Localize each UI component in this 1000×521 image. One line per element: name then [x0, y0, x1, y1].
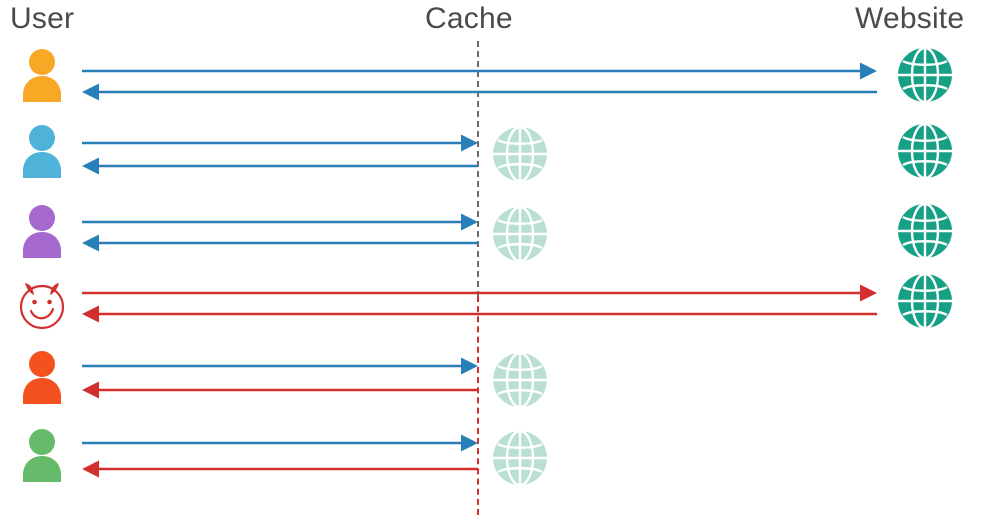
cache-boundary-gray-divider — [477, 41, 479, 297]
row-3-response-arrow — [82, 234, 478, 252]
website-globe-icon — [895, 201, 955, 261]
user-green-icon — [16, 428, 68, 484]
row-4-request-arrow — [82, 284, 877, 302]
website-globe-icon — [895, 271, 955, 331]
cache-globe-icon — [490, 428, 550, 488]
row-4-response-arrow — [82, 305, 877, 323]
row-6-response-arrow — [82, 460, 478, 478]
row-2-request-arrow — [82, 134, 478, 152]
row-5-request-arrow — [82, 357, 478, 375]
row-3-request-arrow — [82, 213, 478, 231]
cache-boundary-red-divider — [477, 296, 479, 515]
row-1-request-arrow — [82, 62, 877, 80]
column-label-cache: Cache — [425, 2, 513, 35]
cache-globe-icon — [490, 124, 550, 184]
column-label-website: Website — [855, 2, 965, 35]
row-6-request-arrow — [82, 434, 478, 452]
row-2-response-arrow — [82, 157, 478, 175]
row-1-response-arrow — [82, 83, 877, 101]
website-globe-icon — [895, 45, 955, 105]
user-yellow-icon — [16, 48, 68, 104]
cache-globe-icon — [490, 350, 550, 410]
user-blue-icon — [16, 124, 68, 180]
column-label-user: User — [10, 2, 75, 35]
website-globe-icon — [895, 121, 955, 181]
user-purple-icon — [16, 204, 68, 260]
cache-globe-icon — [490, 204, 550, 264]
attacker-devil-icon — [16, 274, 68, 330]
user-orange-icon — [16, 350, 68, 406]
row-5-response-arrow — [82, 381, 478, 399]
